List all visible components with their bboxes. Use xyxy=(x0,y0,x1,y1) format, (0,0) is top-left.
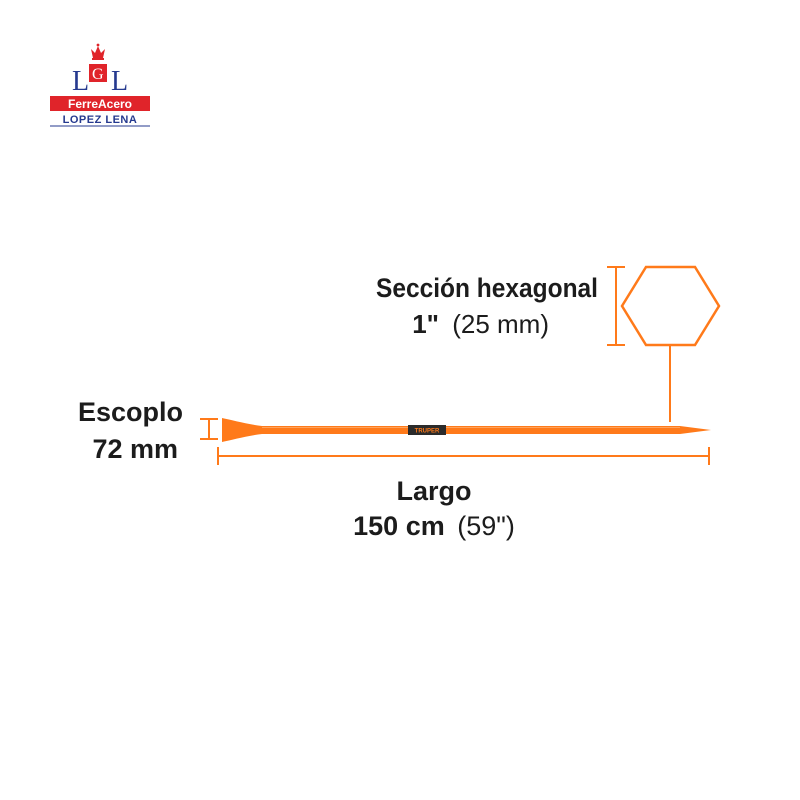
logo-initial-g: G xyxy=(92,66,104,83)
chisel-value: 72 mm xyxy=(92,434,178,464)
logo-initial-l2: L xyxy=(111,66,128,97)
store-logo: L G L FerreAcero LOPEZ LENA xyxy=(50,43,150,127)
length-value: 150 cm (59") xyxy=(353,511,515,541)
logo-initial-box xyxy=(89,64,107,82)
pry-bar-body xyxy=(222,418,711,442)
section-dimension xyxy=(607,266,625,346)
logo-line1: FerreAcero xyxy=(68,97,132,111)
brand-label-band xyxy=(408,425,446,435)
logo-line2: LOPEZ LENA xyxy=(63,114,138,126)
crown-icon xyxy=(91,43,105,60)
section-value: 1" (25 mm) xyxy=(412,309,549,339)
pry-bar: TRUPER xyxy=(222,418,711,442)
section-title: Sección hexagonal xyxy=(376,273,598,303)
hexagon-section-icon xyxy=(620,265,721,347)
brand-label: TRUPER xyxy=(415,429,440,435)
length-value-inch: (59") xyxy=(457,511,515,541)
length-title: Largo xyxy=(396,476,471,506)
section-value-inch: 1" xyxy=(412,309,439,339)
length-value-cm: 150 cm xyxy=(353,511,445,541)
logo-banner xyxy=(50,96,150,111)
logo-initial-l: L xyxy=(72,66,89,97)
chisel-dimension xyxy=(200,418,218,440)
section-value-mm: (25 mm) xyxy=(452,309,549,339)
chisel-title: Escoplo xyxy=(78,397,183,427)
length-dimension xyxy=(217,447,710,465)
